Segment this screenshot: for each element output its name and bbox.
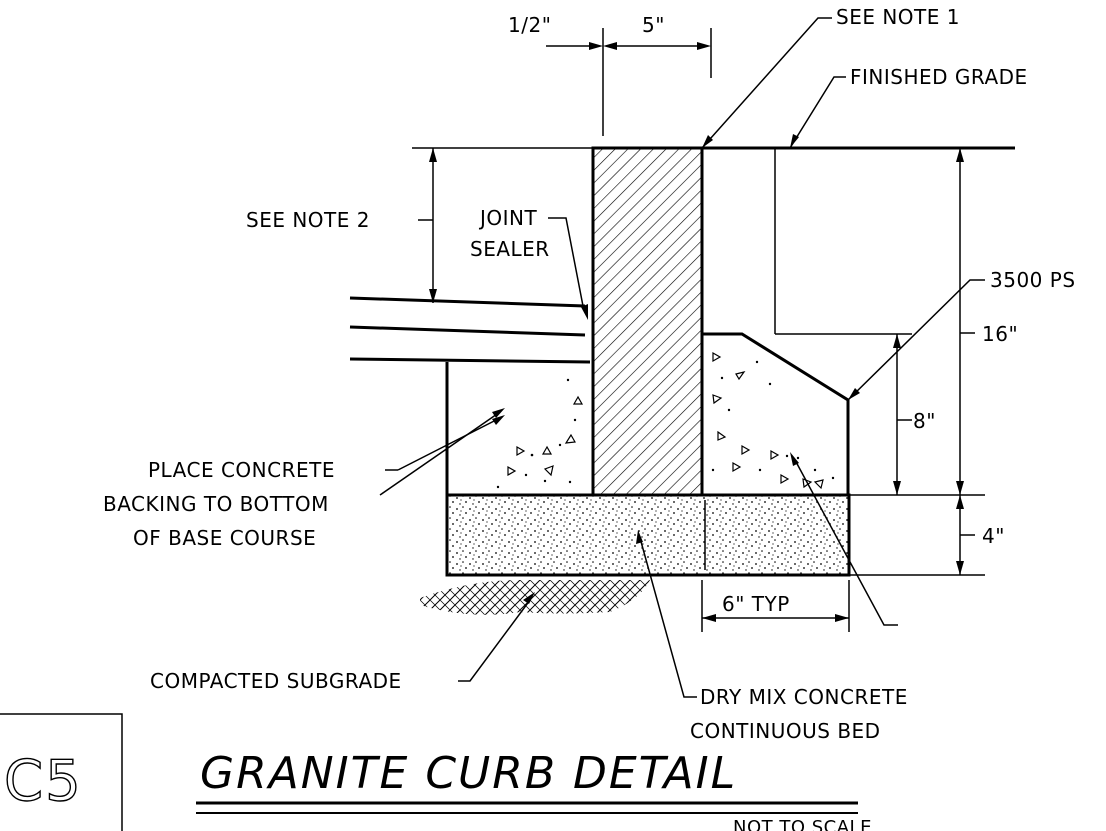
- granite-curb: [591, 146, 704, 497]
- psi-label: 3500 PS: [990, 268, 1076, 292]
- six-inch-typ-dimension: [701, 580, 850, 632]
- dim-8-inch: 8": [913, 409, 936, 433]
- place-concrete-line2: BACKING TO BOTTOM: [103, 492, 329, 516]
- finished-grade-label: FINISHED GRADE: [850, 65, 1028, 89]
- place-concrete-line3: OF BASE COURSE: [133, 526, 316, 550]
- pavement-layers: [349, 296, 591, 364]
- backing-aggregate: [496, 378, 584, 489]
- see-note-1-label: SEE NOTE 1: [836, 5, 960, 29]
- dry-mix-bed: [445, 493, 851, 577]
- compacted-subgrade: [420, 580, 650, 615]
- place-concrete-leader: [379, 408, 505, 496]
- dry-mix-line2: CONTINUOUS BED: [690, 719, 881, 743]
- psi-leader: [847, 279, 985, 401]
- compacted-subgrade-label: COMPACTED SUBGRADE: [150, 669, 402, 693]
- haunch-aggregate: [711, 351, 835, 490]
- scale-note: NOT TO SCALE: [733, 817, 872, 831]
- see-note-1-leader: [701, 17, 832, 149]
- dim-4-inch: 4": [982, 524, 1005, 548]
- see-note-2-label: SEE NOTE 2: [246, 208, 370, 232]
- detail-title: GRANITE CURB DETAIL: [200, 748, 737, 799]
- joint-sealer-line2: SEALER: [470, 237, 550, 261]
- compacted-subgrade-leader: [458, 592, 535, 682]
- dim-five-inch: 5": [642, 13, 665, 37]
- detail-id-box: [0, 713, 123, 831]
- dry-mix-line1: DRY MIX CONCRETE: [700, 685, 908, 709]
- dim-6-typ: 6" TYP: [722, 592, 790, 616]
- detail-id: C5: [4, 749, 83, 814]
- dim-16-inch: 16": [982, 322, 1018, 346]
- concrete-haunch: [702, 332, 850, 495]
- see-note-2-dimension: [412, 147, 593, 303]
- top-dimensions: [546, 28, 712, 136]
- joint-sealer-line1: JOINT: [478, 206, 538, 230]
- haunch-dimension: [774, 148, 912, 495]
- dim-half-inch: 1/2": [508, 13, 551, 37]
- dry-mix-leader: [636, 530, 697, 698]
- title-block: C5 GRANITE CURB DETAIL NOT TO SCALE: [0, 713, 872, 831]
- haunch-pointer: [790, 452, 898, 626]
- right-dimensions: [849, 148, 985, 576]
- place-concrete-line1: PLACE CONCRETE: [148, 458, 335, 482]
- joint-sealer-leader: [548, 217, 588, 320]
- finished-grade-leader: [789, 76, 846, 149]
